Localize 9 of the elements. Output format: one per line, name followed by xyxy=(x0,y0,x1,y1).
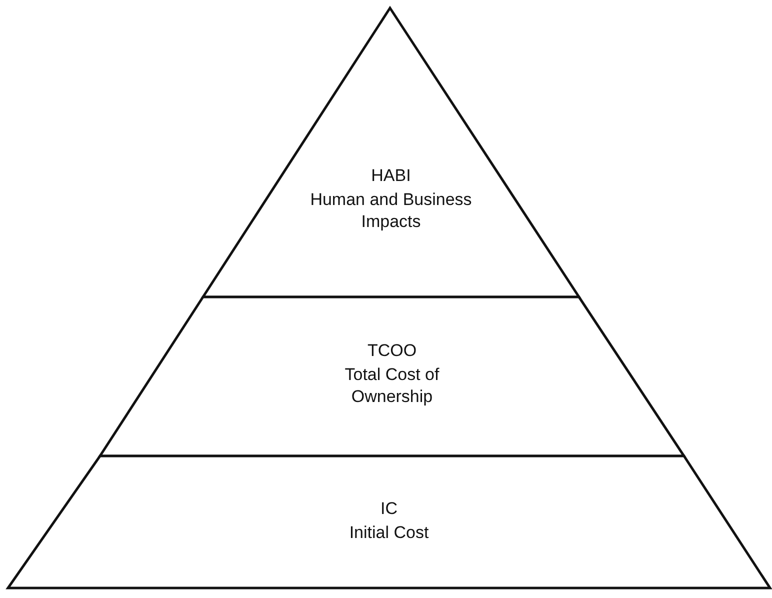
tier-acronym: IC xyxy=(380,498,398,520)
tier-description: Total Cost of Ownership xyxy=(344,364,440,408)
pyramid-tier xyxy=(100,297,684,456)
pyramid-tier xyxy=(203,8,579,297)
pyramid-tier xyxy=(8,456,770,588)
tier-acronym: HABI xyxy=(371,165,411,187)
tier-description: Human and Business Impacts xyxy=(309,189,473,233)
tier-description: Initial Cost xyxy=(349,522,429,544)
tier-acronym: TCOO xyxy=(367,340,417,362)
